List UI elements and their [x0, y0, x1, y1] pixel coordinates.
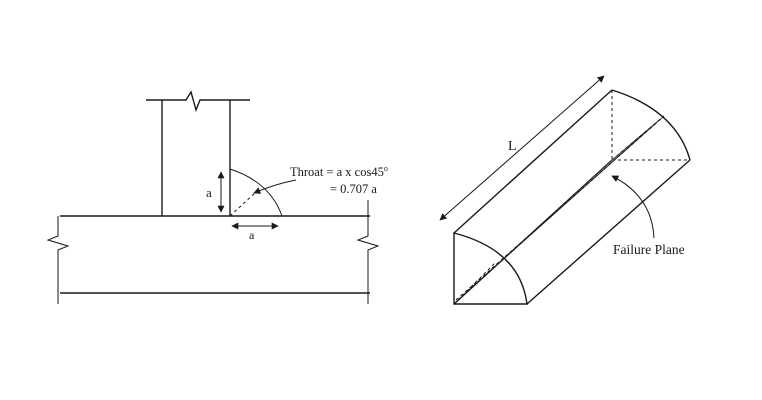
fillet-weld-section: a a Throat = a x cos45o = 0.707 a: [46, 90, 388, 304]
length-label: L: [508, 139, 517, 154]
weld-prism: L Failure Plane: [439, 75, 691, 305]
throat-leader: [253, 179, 297, 194]
weld-fill: [229, 168, 283, 217]
failure-plane-label: Failure Plane: [613, 242, 685, 257]
throat-formula: Throat = a x cos45o: [290, 164, 388, 179]
base-label: a: [249, 228, 255, 242]
failure-plane-leader: [611, 175, 655, 239]
base-plate: [46, 200, 380, 304]
length-dimension-arrow: [439, 75, 605, 221]
vertical-plate: [146, 90, 250, 216]
throat-value: = 0.707 a: [330, 182, 377, 196]
leg-label: a: [206, 185, 212, 200]
throat-dashed-line: [229, 191, 257, 217]
